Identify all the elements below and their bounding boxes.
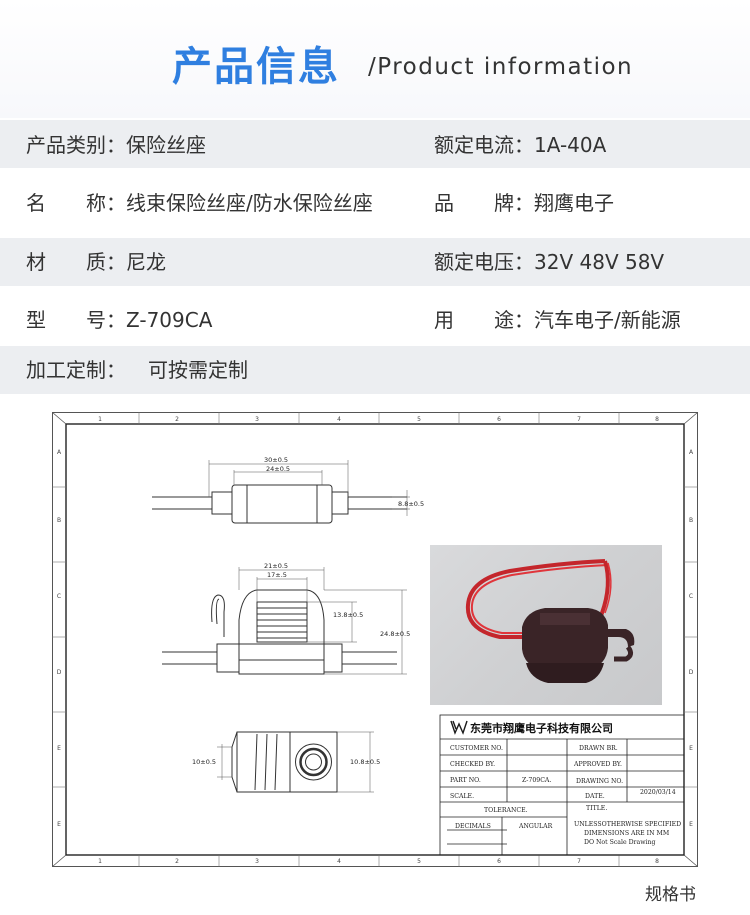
- dim-label: 30±0.5: [264, 456, 288, 464]
- header: 产品信息 /Product information: [0, 0, 750, 118]
- col-marker: 6: [497, 858, 501, 865]
- tb-label: CUSTOMER NO.: [450, 745, 503, 752]
- row-marker: C: [57, 593, 61, 600]
- tb-value: 2020/03/14: [640, 789, 676, 796]
- page-subtitle: /Product information: [368, 54, 634, 80]
- col-marker: 8: [655, 416, 659, 423]
- col-marker: 1: [98, 416, 102, 423]
- row-marker: B: [689, 517, 693, 524]
- spec-item-usage: 用途：汽车电子/新能源: [434, 308, 681, 332]
- tb-label: DATE.: [585, 793, 605, 800]
- fuse-holder-image: [465, 559, 635, 683]
- side-view: [162, 589, 397, 675]
- spec-row: 型号：Z-709CA 用途：汽车电子/新能源: [0, 300, 750, 340]
- spec-row: 产品类别：保险丝座 额定电流：1A-40A: [0, 125, 750, 165]
- col-marker: 7: [577, 416, 581, 423]
- spec-sheet-label: 规格书: [645, 885, 696, 905]
- tb-label: CHECKED BY.: [450, 761, 495, 768]
- product-photo: [430, 545, 662, 705]
- top-view: [152, 484, 407, 524]
- row-marker: A: [57, 449, 62, 456]
- tb-label: DRAWN BR.: [579, 745, 618, 752]
- spec-item-current: 额定电流：1A-40A: [434, 133, 607, 157]
- spec-item-brand: 品牌：翔鹰电子: [434, 191, 614, 215]
- dim-label: 17±.5: [267, 571, 287, 579]
- spec-item-model: 型号：Z-709CA: [26, 308, 213, 332]
- tb-label: SCALE.: [450, 793, 474, 800]
- tb-label: DRAWING NO.: [576, 778, 623, 785]
- col-marker: 1: [98, 858, 102, 865]
- dim-label: 24±0.5: [266, 465, 290, 473]
- dim-label: 10±0.5: [192, 758, 216, 766]
- spec-row: 材质：尼龙 额定电压：32V 48V 58V: [0, 242, 750, 282]
- col-marker: 4: [337, 416, 341, 423]
- spec-band: [0, 238, 750, 286]
- col-marker: 5: [417, 416, 421, 423]
- dim-label: 21±0.5: [264, 562, 288, 570]
- row-marker: E: [57, 745, 61, 752]
- row-marker: D: [689, 669, 694, 676]
- spec-item-name: 名称：线束保险丝座/防水保险丝座: [26, 191, 373, 215]
- spec-row: 加工定制：可按需定制: [0, 350, 750, 390]
- col-marker: 3: [255, 416, 259, 423]
- dim-label: 8.8±0.5: [398, 500, 424, 508]
- col-marker: 8: [655, 858, 659, 865]
- col-marker: 2: [175, 416, 179, 423]
- spec-row: 名称：线束保险丝座/防水保险丝座 品牌：翔鹰电子: [0, 183, 750, 223]
- tb-value: Z-709CA.: [522, 777, 551, 784]
- dim-label: 24.8±0.5: [380, 630, 410, 638]
- col-marker: 6: [497, 416, 501, 423]
- tb-note: UNLESSOTHERWISE SPECIFIED: [574, 821, 681, 828]
- row-marker: C: [689, 593, 693, 600]
- spec-item-material: 材质：尼龙: [26, 250, 166, 274]
- row-marker: D: [57, 669, 62, 676]
- col-marker: 3: [255, 858, 259, 865]
- spec-band: [0, 346, 750, 394]
- company-logo-icon: [450, 720, 468, 735]
- title-block: [439, 714, 685, 856]
- row-marker: E: [689, 745, 693, 752]
- spec-item-voltage: 额定电压：32V 48V 58V: [434, 250, 665, 274]
- tb-note: DO Not Scale Drawing: [584, 839, 655, 846]
- row-marker: A: [689, 449, 694, 456]
- row-marker: E: [57, 821, 61, 828]
- row-marker: B: [57, 517, 61, 524]
- tb-note: DIMENSIONS ARE IN MM: [584, 830, 670, 837]
- tb-label: PART NO.: [450, 777, 481, 784]
- end-view: [231, 731, 338, 793]
- col-marker: 5: [417, 858, 421, 865]
- spec-band: [0, 120, 750, 168]
- col-marker: 7: [577, 858, 581, 865]
- page-title: 产品信息: [172, 44, 340, 90]
- spec-item-category: 产品类别：保险丝座: [26, 133, 206, 157]
- dim-label: 10.8±0.5: [350, 758, 380, 766]
- tb-label: DECIMALS: [455, 823, 491, 830]
- dim-label: 13.8±0.5: [333, 611, 363, 619]
- technical-drawing: 1 2 3 4 5 6 7 8 1 2 3 4 5 6 7 8 A B C D …: [52, 412, 698, 867]
- spec-item-custom: 加工定制：可按需定制: [26, 358, 248, 382]
- tb-label: TOLERANCE.: [484, 807, 528, 814]
- row-marker: E: [689, 821, 693, 828]
- tb-label: APPROVED BY.: [573, 761, 622, 768]
- tb-label: TITLE.: [586, 805, 607, 812]
- col-marker: 2: [175, 858, 179, 865]
- company-name: 东莞市翔鹰电子科技有限公司: [470, 721, 613, 735]
- tb-label: ANGULAR: [518, 823, 553, 830]
- col-marker: 4: [337, 858, 341, 865]
